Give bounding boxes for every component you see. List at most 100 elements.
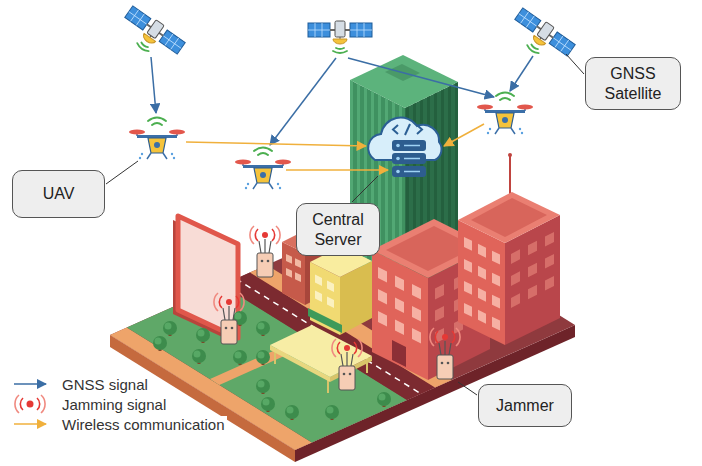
tree-group xyxy=(165,323,172,330)
building xyxy=(435,306,444,322)
uav-icon xyxy=(517,105,533,110)
server-icon xyxy=(396,157,400,161)
jammer-device xyxy=(259,241,261,253)
building xyxy=(395,298,404,314)
tree-group xyxy=(261,397,275,412)
building xyxy=(295,272,301,282)
server-icon xyxy=(417,125,422,134)
tree-group xyxy=(235,352,242,359)
satellite-icon xyxy=(350,23,372,37)
tree-group xyxy=(192,349,206,363)
tree-group xyxy=(325,405,339,419)
jammer-device xyxy=(264,239,265,253)
satellite-icon xyxy=(350,23,372,37)
tree-group xyxy=(258,323,265,330)
jammer-device xyxy=(349,373,352,376)
building xyxy=(412,284,421,300)
wireless-link-line xyxy=(444,124,484,146)
uav-icon xyxy=(260,172,266,178)
pavilion xyxy=(270,325,372,393)
building xyxy=(471,198,547,237)
building xyxy=(511,293,520,308)
server-icon xyxy=(396,170,400,174)
jammer-device xyxy=(225,327,228,330)
satellite-icon xyxy=(147,20,164,39)
uav-icon xyxy=(235,160,251,165)
legend-item: Jamming signal xyxy=(60,394,168,414)
jammer-device xyxy=(257,253,273,277)
callout-box: GNSS Satellite xyxy=(585,57,681,110)
satellite-icon xyxy=(308,23,330,37)
building xyxy=(378,267,387,283)
server-icon xyxy=(404,146,420,172)
uav-icon xyxy=(148,118,166,126)
tree-group xyxy=(377,392,391,406)
server-icon xyxy=(393,125,398,134)
satellite-icon xyxy=(549,32,575,56)
building xyxy=(458,153,560,345)
jammer-device xyxy=(250,226,280,277)
uav-icon xyxy=(496,113,514,128)
jammer-device xyxy=(262,232,268,238)
uav-icon xyxy=(235,148,291,190)
building xyxy=(545,276,554,291)
wireless-link-line xyxy=(186,142,366,146)
jammer-device xyxy=(214,293,244,344)
wireless-link-line xyxy=(186,124,484,170)
legend-label: GNSS signal xyxy=(60,376,150,393)
jammer-device xyxy=(267,260,270,263)
tree-group xyxy=(196,328,210,343)
tree-group xyxy=(163,321,177,335)
leader-line xyxy=(566,54,584,74)
satellite-icon xyxy=(159,30,185,54)
tree-group xyxy=(155,338,162,345)
tree-group xyxy=(256,321,270,336)
satellite-icon xyxy=(141,33,155,45)
legend-sample xyxy=(15,395,45,413)
satellite-icon xyxy=(308,23,330,37)
satellite-icon xyxy=(333,39,347,44)
tree-group xyxy=(263,399,270,406)
building xyxy=(464,303,472,317)
uav-icon xyxy=(521,132,523,134)
uav-icon xyxy=(489,128,491,130)
building xyxy=(286,254,301,282)
satellite-icon xyxy=(549,32,575,56)
tree-group xyxy=(163,321,177,336)
callout-label: GNSS Satellite xyxy=(594,64,672,102)
building xyxy=(412,328,421,344)
jammer-device xyxy=(430,328,460,346)
building xyxy=(395,276,404,292)
jammer-device xyxy=(444,341,445,355)
jammer-device xyxy=(439,343,441,355)
legend-sample xyxy=(14,383,46,385)
tree-group xyxy=(153,336,167,350)
legend-item: Wireless communication xyxy=(60,414,227,434)
uav-icon xyxy=(502,117,508,123)
callout-label: Jammer xyxy=(496,396,554,415)
tree-group xyxy=(194,351,201,358)
tree-group xyxy=(285,405,299,419)
uav-icon xyxy=(148,138,166,153)
jammer-device xyxy=(337,342,356,354)
building xyxy=(492,273,500,287)
jammer-device xyxy=(341,354,343,366)
uav-icon xyxy=(247,183,249,185)
building xyxy=(478,244,486,258)
legend-label: Jamming signal xyxy=(60,396,168,413)
jammer-device xyxy=(226,299,232,305)
tree-group xyxy=(258,381,265,388)
satellite-icon xyxy=(537,22,554,41)
building xyxy=(511,249,520,264)
satellite-icon xyxy=(125,6,151,30)
jammer-device xyxy=(344,345,350,351)
uav-icon xyxy=(477,93,533,135)
satellite-icon xyxy=(125,6,151,30)
tree-group xyxy=(377,392,391,407)
uav-icon xyxy=(495,128,515,134)
callout-box: Jammer xyxy=(478,384,572,427)
building xyxy=(327,281,334,293)
satellite-icon xyxy=(333,48,347,53)
gnss-signal-line xyxy=(348,58,494,97)
tree-group xyxy=(192,349,206,364)
